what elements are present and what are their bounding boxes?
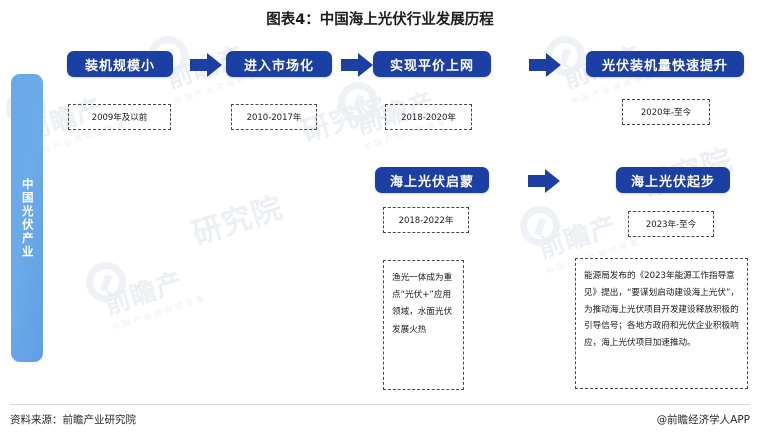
- footer-divider: [10, 404, 750, 405]
- axis-label: 中国光伏产业: [20, 177, 35, 259]
- industry-axis-bar: 中国光伏产业: [11, 74, 43, 362]
- arrow-right-icon: [190, 53, 222, 77]
- arrow-right-icon: [341, 53, 373, 77]
- year-chip-2: 2010-2017年: [231, 104, 317, 130]
- watermark-ring: [520, 206, 560, 246]
- watermark-ring: [86, 262, 126, 302]
- watermark-ring: [338, 82, 378, 122]
- year-chip-5: 2018-2022年: [383, 207, 469, 233]
- stage-box-6[interactable]: 海上光伏起步: [616, 167, 730, 193]
- note-box-offshore-start: 能源局发布的《2023年能源工作指导意见》提出，“要谋划启动建设海上光伏”，为推…: [575, 258, 748, 389]
- source-text: 资料来源：前瞻产业研究院: [10, 414, 136, 426]
- stage-box-3[interactable]: 实现平价上网: [373, 51, 491, 77]
- year-chip-6: 2023年-至今: [628, 211, 714, 237]
- stage-box-2[interactable]: 进入市场化: [226, 51, 332, 77]
- watermark-text: 前瞻产中国产业咨询领导者: [100, 267, 208, 333]
- stage-box-1[interactable]: 装机规模小: [67, 51, 173, 77]
- year-chip-1: 2009年及以前: [68, 104, 171, 130]
- brand-text: @前瞻经济学人APP: [656, 414, 750, 426]
- stage-box-4[interactable]: 光伏装机量快速提升: [586, 51, 744, 77]
- note-box-offshore-enlightenment: 渔光一体成为重点“光伏+”应用领域，水面光伏发展火热: [383, 260, 464, 390]
- watermark-text: 研究院: [187, 190, 288, 253]
- year-chip-4: 2020年-至今: [622, 99, 710, 125]
- arrow-right-icon: [528, 169, 560, 193]
- arrow-right-icon: [529, 53, 561, 77]
- page-title: 图表4：中国海上光伏行业发展历程: [266, 12, 494, 28]
- year-chip-3: 2018-2020年: [385, 104, 472, 130]
- stage-box-5[interactable]: 海上光伏启蒙: [375, 167, 489, 193]
